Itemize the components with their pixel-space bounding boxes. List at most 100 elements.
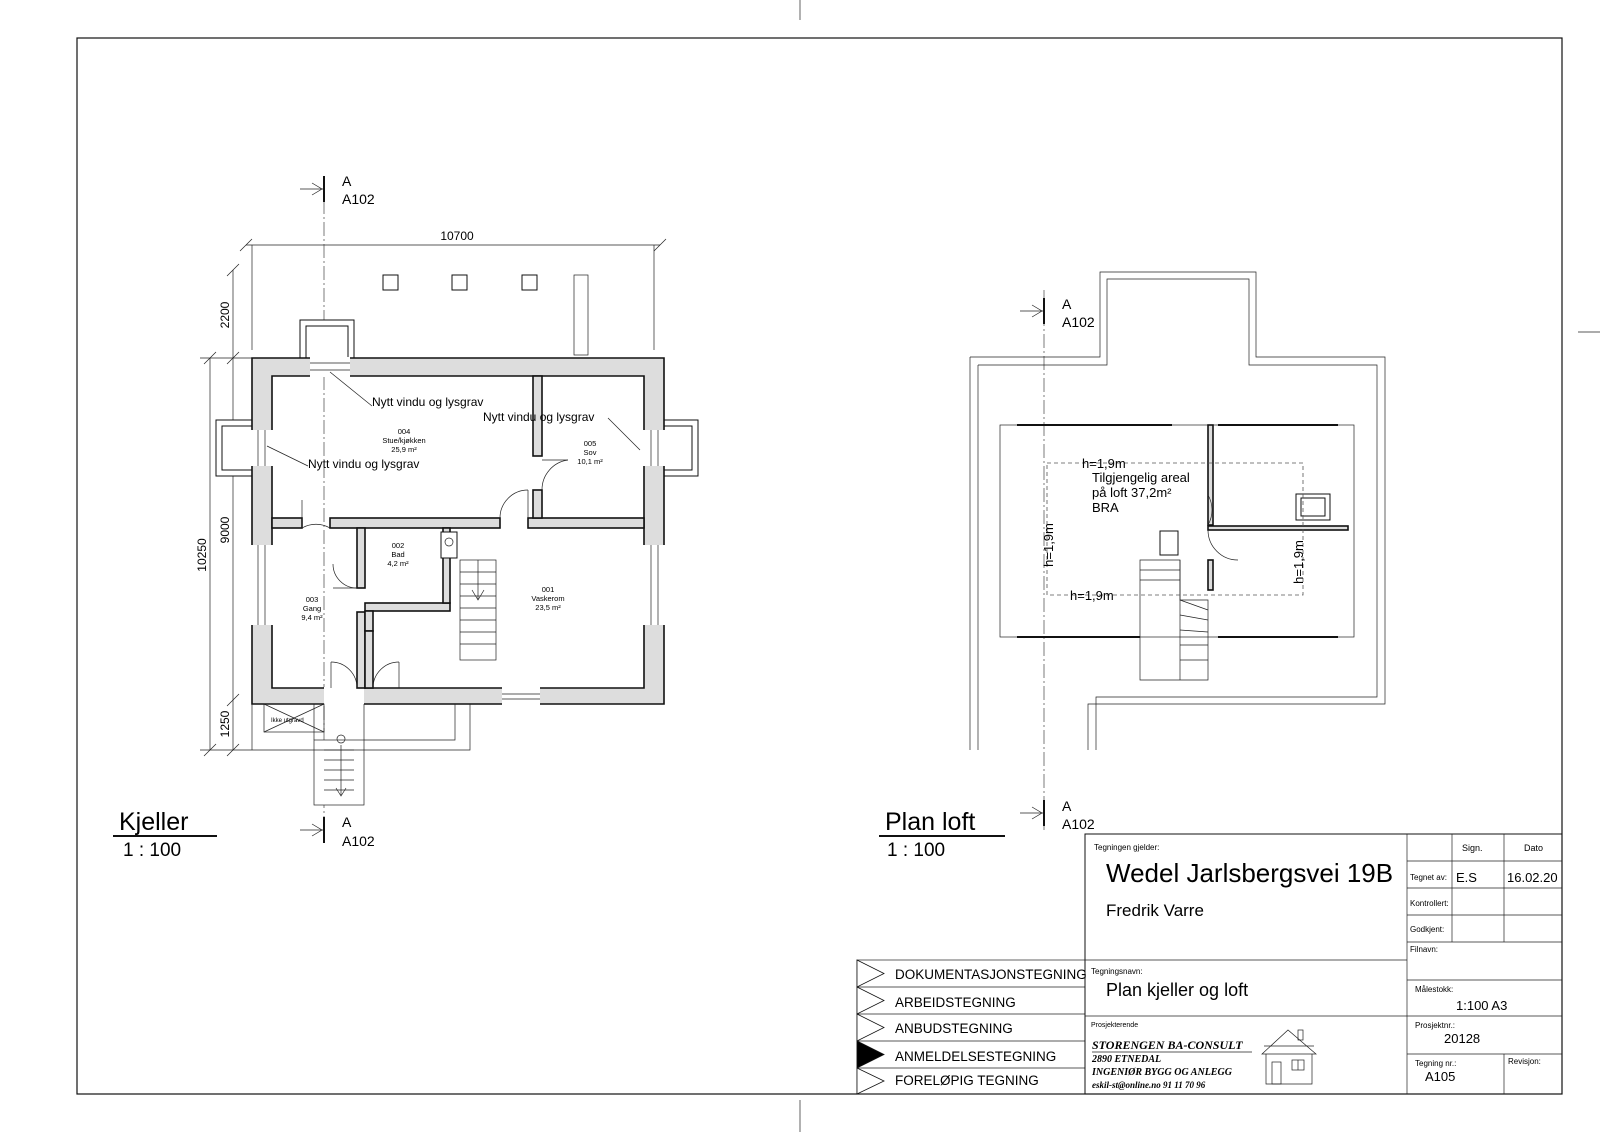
svg-text:A102: A102 [342, 191, 375, 207]
svg-text:Sov: Sov [584, 448, 597, 457]
row-label-2: Godkjent: [1410, 925, 1444, 934]
status-item-3: ANMELDELSESTEGNING [895, 1049, 1056, 1064]
svg-text:002: 002 [392, 541, 405, 550]
svg-text:BRA: BRA [1092, 500, 1119, 515]
svg-text:4,2 m²: 4,2 m² [387, 559, 409, 568]
svg-text:INGENIØR BYGG OG ANLEGG: INGENIØR BYGG OG ANLEGG [1091, 1067, 1233, 1078]
svg-text:på loft 37,2m²: på loft 37,2m² [1092, 485, 1172, 500]
annotation-1: Nytt vindu og lysgrav [372, 395, 483, 409]
svg-text:004: 004 [398, 427, 411, 436]
drawing-name: Plan kjeller og loft [1106, 980, 1248, 1000]
svg-text:001: 001 [542, 585, 555, 594]
svg-text:A: A [342, 173, 352, 189]
svg-text:Gang: Gang [303, 604, 321, 613]
file-label: Filnavn: [1410, 945, 1438, 954]
loft-title: Plan loft [885, 808, 975, 836]
kjeller-scale: 1 : 100 [123, 840, 181, 861]
designer-label: Prosjekterende [1091, 1022, 1138, 1029]
dimension-top: 10700 [239, 229, 667, 350]
kjeller-plan: 10700 2200 9000 1250 10250 [113, 173, 699, 861]
svg-text:A: A [1062, 798, 1072, 814]
status-item-1: ARBEIDSTEGNING [895, 995, 1016, 1010]
loft-area-note: Tilgjengelig areal på loft 37,2m² BRA [1092, 470, 1190, 515]
loft-height-right: h=1,9m [1291, 540, 1306, 584]
status-item-4: FORELØPIG TEGNING [895, 1073, 1039, 1088]
status-marker-3 [856, 1040, 885, 1069]
svg-text:Vaskerom: Vaskerom [531, 594, 564, 603]
kjeller-title: Kjeller [119, 808, 188, 836]
company-stamp: STORENGEN BA-CONSULT 2890 ETNEDAL INGENI… [1091, 1029, 1317, 1090]
sheet-border [76, 37, 1563, 1095]
svg-text:A: A [1062, 296, 1072, 312]
loft-section-marker-bottom: A A102 [1020, 798, 1095, 832]
dim-left-b: 9000 [218, 516, 232, 543]
room-gang: 003 Gang 9,4 m² [301, 595, 323, 622]
dim-left-c: 1250 [218, 710, 232, 737]
title-block: Tegningen gjelder: Wedel Jarlsbergsvei 1… [1084, 833, 1563, 1095]
dim-left-a: 2200 [218, 301, 232, 328]
applies-label: Tegningen gjelder: [1094, 843, 1159, 852]
room-vaskerom: 001 Vaskerom 23,5 m² [531, 585, 564, 612]
status-marker-0 [856, 959, 885, 988]
project-value: 20128 [1444, 1031, 1480, 1046]
annotation-3: Nytt vindu og lysgrav [308, 457, 419, 471]
drawing-no-value: A105 [1425, 1069, 1455, 1084]
date-header: Dato [1524, 843, 1543, 853]
svg-text:005: 005 [584, 439, 597, 448]
svg-text:A102: A102 [1062, 816, 1095, 832]
dim-left-total: 10250 [195, 538, 209, 572]
annotation-2: Nytt vindu og lysgrav [483, 410, 594, 424]
loft-section-marker-top: A A102 [1020, 296, 1095, 330]
loft-height-top: h=1,9m [1082, 456, 1126, 471]
room-sov: 005 Sov 10,1 m² [577, 439, 603, 466]
loft-plan: h=1,9m h=1,9m h=1,9m h=1,9m Tilgjengelig… [879, 271, 1386, 861]
loft-height-left: h=1,9m [1041, 523, 1056, 567]
annotations: Nytt vindu og lysgrav Nytt vindu og lysg… [266, 371, 641, 471]
drawing-no-label: Tegning nr.: [1415, 1059, 1456, 1068]
status-marker-4 [856, 1067, 885, 1095]
drawing-name-label: Tegningsnavn: [1091, 967, 1143, 976]
status-item-0: DOKUMENTASJONSTEGNING [895, 967, 1087, 982]
row-date-0: 16.02.20 [1507, 870, 1558, 885]
row-label-0: Tegnet av: [1410, 873, 1447, 882]
status-list: DOKUMENTASJONSTEGNING ARBEIDSTEGNING ANB… [856, 959, 1087, 1095]
section-marker-top: A A102 [300, 173, 375, 207]
svg-text:23,5 m²: 23,5 m² [535, 603, 561, 612]
svg-text:10,1 m²: 10,1 m² [577, 457, 603, 466]
svg-text:A: A [342, 814, 352, 830]
status-marker-2 [856, 1013, 885, 1042]
dimension-left: 2200 9000 1250 10250 [195, 263, 252, 757]
scale-label: Målestokk: [1415, 985, 1453, 994]
status-markers [856, 959, 885, 1095]
svg-text:003: 003 [306, 595, 319, 604]
section-marker-bottom: A A102 [300, 814, 375, 849]
scale-value: 1:100 A3 [1456, 998, 1507, 1013]
room-bad: 002 Bad 4,2 m² [387, 541, 409, 568]
svg-text:Bad: Bad [391, 550, 404, 559]
project-label: Prosjektnr.: [1415, 1021, 1455, 1030]
project-address: Wedel Jarlsbergsvei 19B [1106, 858, 1393, 888]
unexcavated-label: Ikke utgravd [271, 718, 304, 724]
status-item-2: ANBUDSTEGNING [895, 1021, 1013, 1036]
svg-text:9,4 m²: 9,4 m² [301, 613, 323, 622]
svg-text:Stue/kjøkken: Stue/kjøkken [382, 436, 425, 445]
svg-text:A102: A102 [1062, 314, 1095, 330]
svg-text:25,9 m²: 25,9 m² [391, 445, 417, 454]
exterior-stair [251, 703, 471, 806]
svg-text:Tilgjengelig areal: Tilgjengelig areal [1092, 470, 1190, 485]
revision-label: Revisjon: [1508, 1057, 1541, 1066]
loft-scale: 1 : 100 [887, 840, 945, 861]
room-stue: 004 Stue/kjøkken 25,9 m² [382, 427, 425, 454]
svg-text:A102: A102 [342, 833, 375, 849]
svg-text:2890 ETNEDAL: 2890 ETNEDAL [1091, 1054, 1161, 1065]
door-swings [301, 459, 569, 689]
loft-height-bottom: h=1,9m [1070, 588, 1114, 603]
loft-stair [1139, 559, 1209, 681]
svg-text:eskil-st@online.no 91 11 7: eskil-st@online.no 91 11 70 96 [1092, 1080, 1206, 1090]
row-label-1: Kontrollert: [1410, 899, 1449, 908]
row-sign-0: E.S [1456, 870, 1477, 885]
client-name: Fredrik Varre [1106, 901, 1204, 920]
sign-header: Sign. [1462, 843, 1483, 853]
svg-text:STORENGEN BA-CONSULT: STORENGEN BA-CONSULT [1092, 1038, 1243, 1052]
